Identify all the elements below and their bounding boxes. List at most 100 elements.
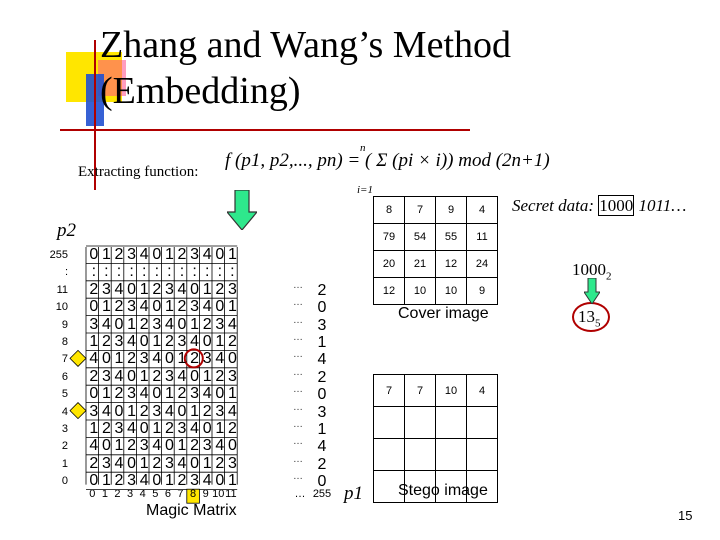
matrix-cell: 1 (190, 315, 200, 333)
matrix-cell: 2 (177, 385, 187, 403)
matrix-cell: 0 (202, 420, 212, 437)
matrix-cell: 3 (127, 298, 137, 316)
matrix-cell: 2 (152, 454, 162, 472)
matrix-cell: 1 (202, 454, 212, 472)
matrix-cell: 0 (89, 298, 99, 316)
matrix-cell: 1 (202, 280, 212, 298)
x-tick-label: 10 (212, 488, 225, 500)
matrix-cell: 2 (101, 333, 111, 350)
matrix-ellipsis: … (293, 401, 303, 413)
matrix-cell: 2 (177, 246, 187, 263)
matrix-cell: 4 (164, 402, 174, 420)
matrix-cell: 0 (177, 315, 187, 333)
matrix-cell: 3 (139, 350, 149, 368)
matrix-cell: 1 (89, 333, 99, 350)
matrix-cell: 1 (227, 298, 237, 316)
arrow-down-small-icon (584, 278, 600, 304)
matrix-cell: 1 (89, 420, 99, 437)
secret-binary: 10002 (572, 260, 612, 283)
x-tick-label: 5 (152, 488, 159, 500)
y-tick-label: 7 (61, 353, 68, 366)
matrix-cell: 0 (127, 454, 137, 472)
matrix-cell: 3 (127, 246, 137, 263)
matrix-cell: 1 (127, 315, 137, 333)
extracting-function-label: Extracting function: (78, 164, 199, 180)
matrix-col-255-cell: 2 (317, 455, 327, 473)
x-tick-label: 1 (101, 488, 108, 500)
matrix-cell: : (204, 263, 210, 281)
matrix-cell: 2 (202, 402, 212, 420)
title-horizontal-rule (60, 129, 470, 131)
matrix-cell: 4 (139, 385, 149, 403)
x-tick-label: 0 (89, 488, 96, 500)
matrix-cell: 0 (101, 350, 111, 368)
matrix-cell: 4 (190, 420, 200, 437)
matrix-cell: 3 (101, 367, 111, 385)
matrix-col-255-cell: 0 (317, 386, 327, 404)
cover-image-label: Cover image (398, 305, 489, 322)
matrix-cell: 0 (89, 246, 99, 263)
pixel-cell (373, 406, 405, 439)
y-tick-label: 9 (61, 318, 68, 331)
matrix-cell: : (192, 263, 197, 281)
matrix-cell: 0 (177, 402, 187, 420)
matrix-cell: 1 (139, 454, 149, 472)
matrix-cell: 0 (190, 280, 200, 298)
y-tick-label: 11 (56, 283, 68, 296)
matrix-cell: 4 (215, 350, 225, 368)
matrix-cell: 3 (114, 420, 124, 437)
matrix-col-255-cell: 0 (317, 473, 327, 491)
x-highlight-marker (186, 488, 200, 504)
x-tick-label: 8 (190, 488, 197, 500)
matrix-cell: 2 (215, 280, 225, 298)
y-tick-label: 4 (61, 405, 68, 418)
formula-upper-bound: n (360, 142, 366, 154)
matrix-cell: 0 (152, 472, 162, 490)
matrix-cell: 1 (215, 420, 225, 437)
x-tick-label: 3 (127, 488, 134, 500)
matrix-cell: : (179, 263, 185, 281)
pixel-cell: 12 (435, 250, 467, 278)
base5-highlight-oval (572, 302, 610, 332)
matrix-cell: 1 (139, 367, 149, 385)
matrix-cell: 0 (89, 385, 99, 403)
y-tick-label: 0 (61, 475, 68, 488)
matrix-cell: 4 (114, 367, 124, 385)
matrix-cell: 2 (89, 367, 99, 385)
matrix-cell: 3 (114, 333, 124, 350)
matrix-cell: : (217, 263, 223, 281)
pixel-cell: 9 (435, 196, 467, 224)
x-axis-name: p1 (344, 483, 363, 504)
matrix-cell: 4 (114, 454, 124, 472)
matrix-ellipsis: … (293, 349, 303, 361)
matrix-cell: 2 (227, 333, 237, 350)
pixel-cell (435, 406, 467, 439)
matrix-cell: 1 (152, 333, 162, 350)
matrix-cell: 4 (101, 402, 111, 420)
matrix-cell: 2 (139, 315, 149, 333)
matrix-cell: 1 (227, 472, 237, 490)
x-tick-label: 7 (177, 488, 184, 500)
matrix-cell: 2 (114, 246, 124, 263)
pixel-cell (404, 406, 436, 439)
slide-title: Zhang and Wang’s Method (Embedding) (100, 24, 512, 112)
selected-cell-circle (183, 348, 204, 369)
matrix-cell: 3 (164, 367, 174, 385)
matrix-col-255-cell: 4 (317, 438, 327, 456)
matrix-cell: 0 (152, 385, 162, 403)
secret-suffix: 1011… (634, 196, 687, 215)
pixel-cell (373, 470, 405, 503)
x-tick-label: 2 (114, 488, 121, 500)
matrix-cell: 3 (227, 280, 237, 298)
matrix-cell: 3 (127, 385, 137, 403)
matrix-cell: 0 (215, 298, 225, 316)
matrix-cell: 2 (190, 350, 200, 368)
matrix-cell: 0 (215, 472, 225, 490)
matrix-ellipsis: … (293, 279, 303, 291)
matrix-cell: 4 (202, 246, 212, 263)
matrix-cell: 4 (202, 385, 212, 403)
matrix-cell: 1 (215, 333, 225, 350)
